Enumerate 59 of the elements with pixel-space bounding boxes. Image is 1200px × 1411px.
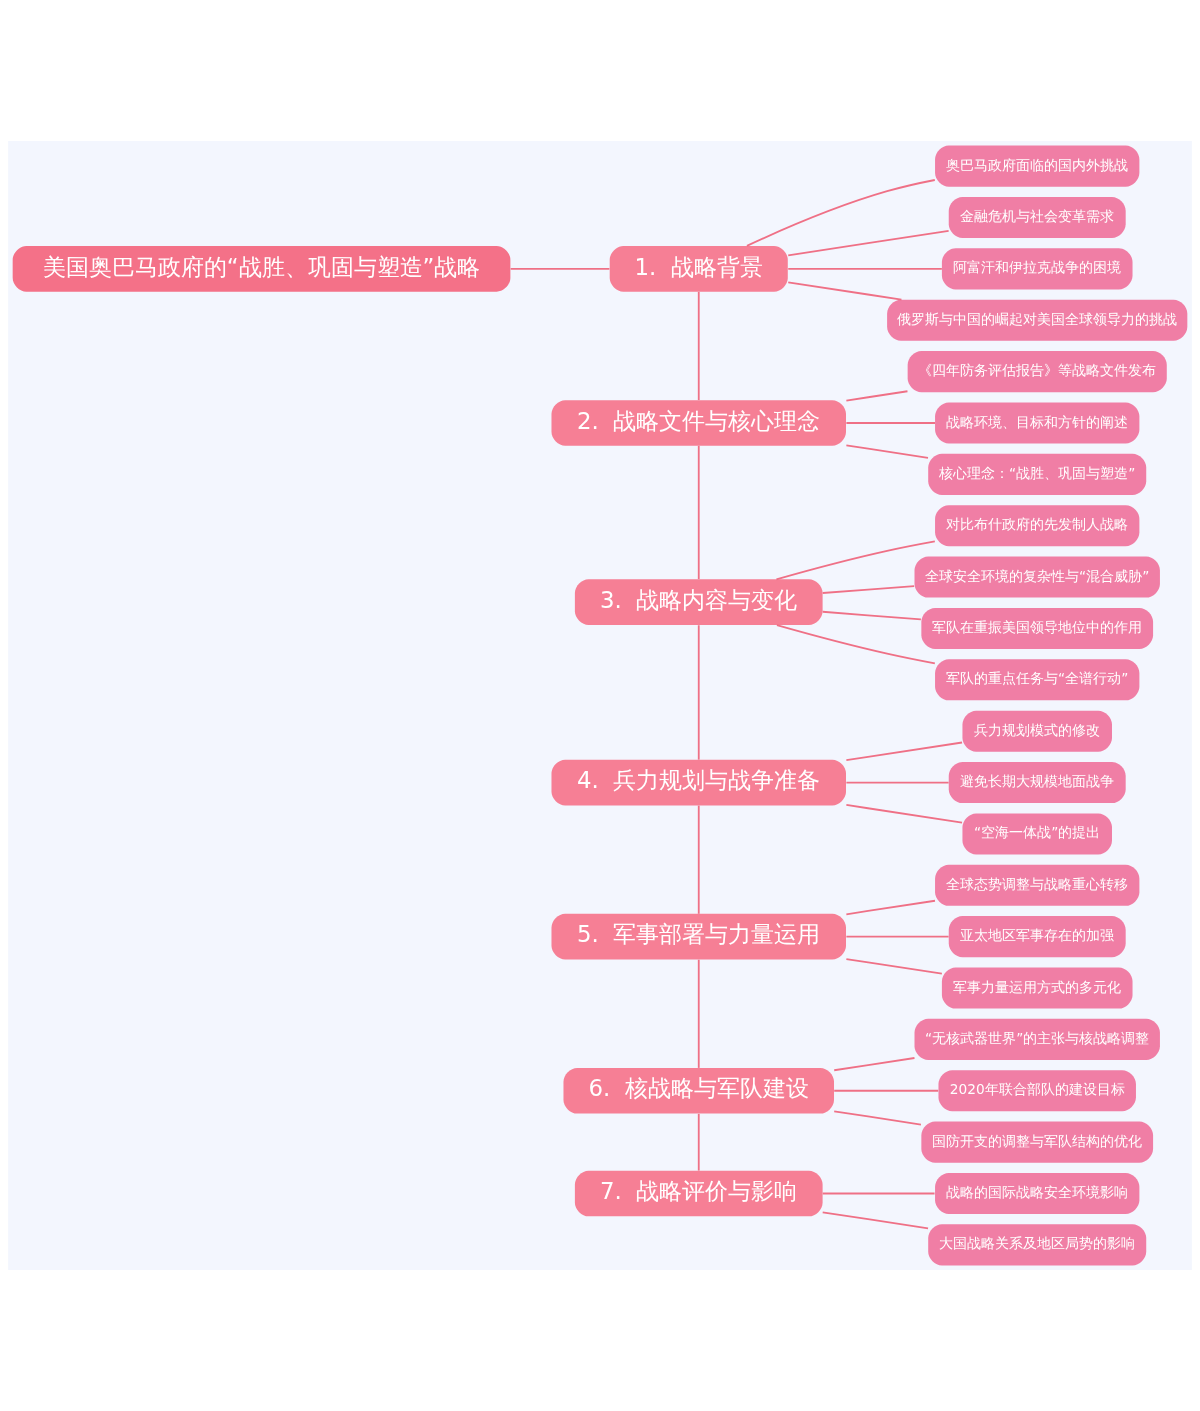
connector	[697, 804, 700, 915]
connector	[787, 229, 950, 257]
node-box: 美国奥巴马政府的“战胜、巩固与塑造”战略	[12, 246, 511, 292]
connector	[845, 958, 943, 975]
node-box: 2. 战略文件与核心理念	[551, 400, 846, 446]
connector	[845, 935, 950, 938]
connector	[821, 1211, 929, 1230]
node-box: 核心理念：“战胜、巩固与塑造”	[928, 453, 1147, 495]
connector	[697, 1112, 700, 1172]
connector	[787, 267, 943, 270]
connector	[845, 444, 929, 459]
node-box: 3. 战略内容与变化	[574, 579, 823, 625]
node-box: 全球安全环境的复杂性与“混合威胁”	[914, 556, 1160, 598]
connector	[845, 781, 950, 784]
connector	[776, 624, 936, 665]
connector	[787, 281, 903, 301]
connector	[775, 540, 936, 581]
node-box: 2020年联合部队的建设目标	[938, 1070, 1136, 1112]
node-box: 俄罗斯与中国的崛起对美国全球领导力的挑战	[887, 299, 1188, 341]
node-box: 军队的重点任务与“全谱行动”	[935, 659, 1140, 701]
node-box: 4. 兵力规划与战争准备	[551, 759, 846, 806]
connector	[509, 267, 611, 270]
node-box: 6. 核战略与军队建设	[563, 1067, 834, 1114]
connector	[833, 1057, 916, 1072]
connector	[845, 804, 963, 824]
node-box: 奥巴马政府面临的国内外挑战	[935, 145, 1140, 187]
node-box: 避免长期大规模地面战争	[948, 762, 1126, 804]
connector	[845, 422, 936, 424]
node-box: 战略环境、目标和方针的阐述	[935, 402, 1140, 444]
node-box: 国防开支的调整与军队结构的优化	[921, 1121, 1154, 1163]
connector	[845, 741, 963, 762]
node-box: 亚太地区军事存在的加强	[948, 916, 1126, 958]
node-box: 战略的国际战略安全环境影响	[935, 1172, 1140, 1215]
node-box: 7. 战略评价与影响	[574, 1170, 823, 1217]
node-box: “空海一体战”的提出	[962, 813, 1112, 855]
node-box: 大国战略关系及地区局势的影响	[928, 1224, 1147, 1266]
node-box: 全球态势调整与战略重心转移	[935, 864, 1140, 906]
connector	[833, 1089, 940, 1092]
connector	[697, 444, 700, 580]
connector	[697, 291, 700, 401]
connector	[833, 1110, 922, 1126]
connector	[697, 624, 700, 761]
node-box: 军队在重振美国领导地位中的作用	[921, 607, 1154, 649]
connector	[845, 899, 936, 916]
node-box: 阿富汗和伊拉克战争的困境	[941, 248, 1133, 290]
node-box: 对比布什政府的先发制人战略	[935, 505, 1140, 547]
connector	[697, 958, 700, 1069]
node-box: 《四年防务评估报告》等战略文件发布	[907, 351, 1167, 393]
node-box: 兵力规划模式的修改	[962, 710, 1112, 752]
node-box: “无核武器世界”的主张与核战略调整	[914, 1018, 1160, 1060]
node-box: 5. 军事部署与力量运用	[551, 913, 846, 960]
connector	[746, 179, 936, 247]
node-box: 金融危机与社会变革需求	[948, 196, 1126, 239]
connector	[821, 1192, 936, 1195]
connector	[821, 610, 922, 621]
connector	[821, 585, 916, 594]
node-box: 1. 战略背景	[609, 246, 788, 292]
node-box: 军事力量运用方式的多元化	[941, 967, 1133, 1009]
connector	[845, 390, 909, 402]
